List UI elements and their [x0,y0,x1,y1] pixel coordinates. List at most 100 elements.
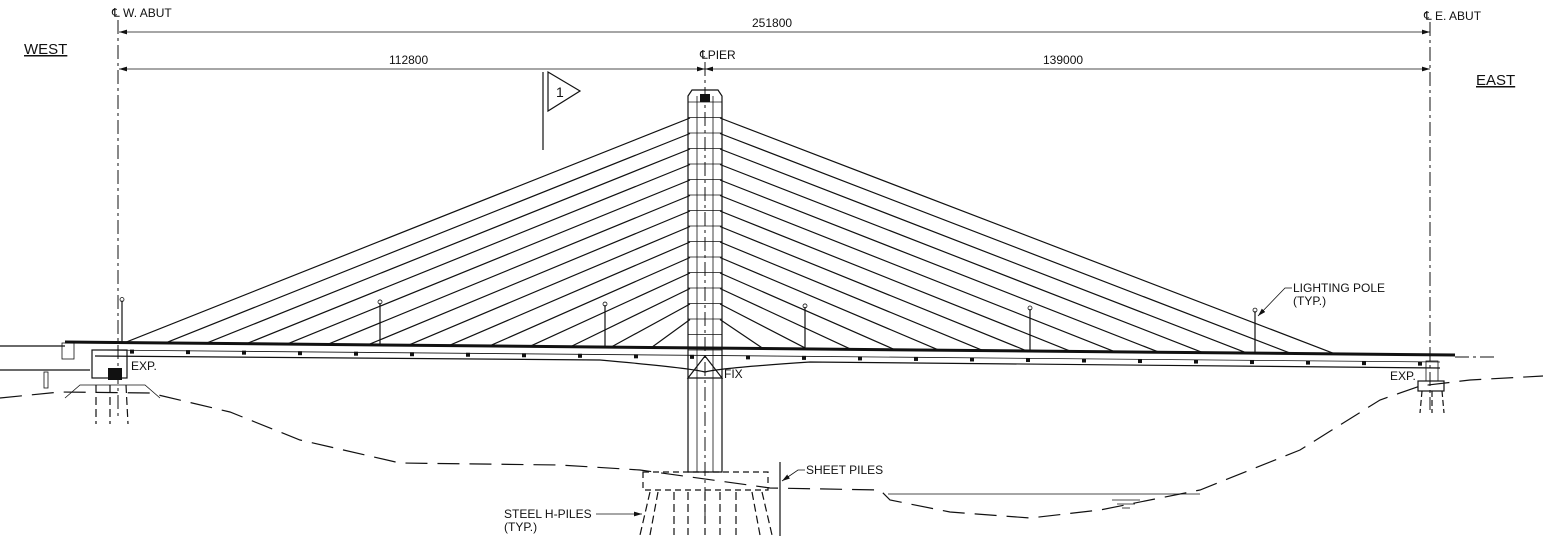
east-abutment-pile [1441,390,1445,414]
ground-profile [0,375,1543,536]
steel-h-piles-callout: STEEL H-PILES (TYP.) [504,507,642,534]
exp-west-label: EXP. [131,359,157,373]
floor-beam [298,351,302,356]
floor-beam [1138,359,1142,364]
stay-cable-east [719,225,1028,352]
stay-cable-east [719,272,896,351]
stay-cable-west [367,210,691,346]
stay-cable-west [165,132,691,344]
stay-cable-east [719,117,1336,355]
girder-line [94,349,1441,363]
lighting-pole-head [802,303,808,309]
w-abut-label: ℄ W. ABUT [111,6,172,20]
lighting-pole-head [602,301,608,307]
east-label: EAST [1476,72,1515,89]
stay-cable-east [719,287,852,350]
dimension-total-value: 251800 [752,16,792,30]
girder-soffit [94,355,1441,373]
dimension-total: 251800 [119,16,1430,35]
stay-cable-west [286,179,691,345]
lighting-pole-head [1252,307,1258,313]
deck-top [64,340,1456,357]
stay-cable-east [719,194,1116,353]
west-embankment [64,384,161,399]
west-label: WEST [24,41,67,58]
floor-beam [186,350,190,355]
floor-beam [1418,361,1422,366]
bridge-deck [0,297,1495,392]
stay-cables [124,117,1336,355]
stay-cable-west [610,303,691,348]
ground-line [0,375,1543,519]
floor-beam [354,351,358,356]
dimension-east-value: 139000 [1043,53,1083,67]
steel-h-piles-label: STEEL H-PILES [504,507,592,521]
floor-beam [242,350,246,355]
stay-cable-west [205,148,691,344]
pile-cap [642,471,769,491]
lighting-pole-label: LIGHTING POLE [1293,281,1385,295]
stay-cable-east [719,256,940,351]
pylon-cap [700,94,710,102]
east-abutment-stem [1425,360,1439,382]
floor-beam [634,354,638,359]
dimension-west-value: 112800 [389,53,428,67]
floor-beam [802,355,806,360]
floor-beam [466,352,470,357]
pylon [642,89,769,491]
sheet-piles-callout: SHEET PILES [781,463,883,482]
stay-cable-east [719,163,1204,354]
stay-cable-east [719,241,984,352]
floor-beam [410,352,414,357]
floor-beam [914,356,918,361]
fix-bearing-triangle [686,355,724,379]
stay-cable-west [448,241,691,347]
steel-h-pile [639,491,651,536]
floor-beam [970,357,974,362]
east-abutment [1417,380,1445,392]
floor-beam [690,354,694,359]
e-abut-label: ℄ E. ABUT [1423,9,1482,23]
fix-bearing-label: FIX [724,367,743,381]
stay-cable-west [408,225,691,346]
floor-beam [578,353,582,358]
west-bearing [108,368,122,380]
steel-h-pile [649,491,659,536]
pier-label: ℄PIER [699,48,736,62]
stay-cable-west [124,117,691,344]
stay-cable-west [651,319,691,348]
lighting-pole-head [377,299,383,305]
lighting-pole-head [119,297,125,302]
stay-cable-west [327,194,691,346]
floor-beam [1026,357,1030,362]
floor-beam [1362,361,1366,366]
stay-cable-east [719,210,1072,352]
lighting-pole-callout: LIGHTING POLE (TYP.) [1257,281,1385,317]
stay-cable-east [719,179,1160,353]
section-marker: 1 [542,70,582,150]
lighting-pole-typ: (TYP.) [1293,294,1326,308]
stay-cable-east [719,148,1248,354]
foundation-piles [95,384,1445,536]
east-abutment-pile [1419,390,1423,414]
west-backwall [61,342,75,360]
stay-cable-west [489,256,691,347]
stay-cable-east [719,319,764,350]
floor-beam [858,356,862,361]
stay-cable-east [719,303,808,350]
floor-beam [522,353,526,358]
sheet-piles-label: SHEET PILES [806,463,883,477]
floor-beam [746,355,750,360]
section-marker-number: 1 [556,84,564,100]
stay-cable-west [570,287,691,348]
lighting-pole-head [1027,305,1033,311]
stay-cable-west [246,163,691,345]
steel-h-pile [751,491,761,536]
exp-east-label: EXP. [1390,369,1416,383]
steel-h-piles-typ: (TYP.) [504,520,537,534]
floor-beam [1194,359,1198,364]
dimension-east-span: 139000 [705,53,1430,72]
steel-h-pile [761,491,773,536]
stay-cable-east [719,132,1292,355]
